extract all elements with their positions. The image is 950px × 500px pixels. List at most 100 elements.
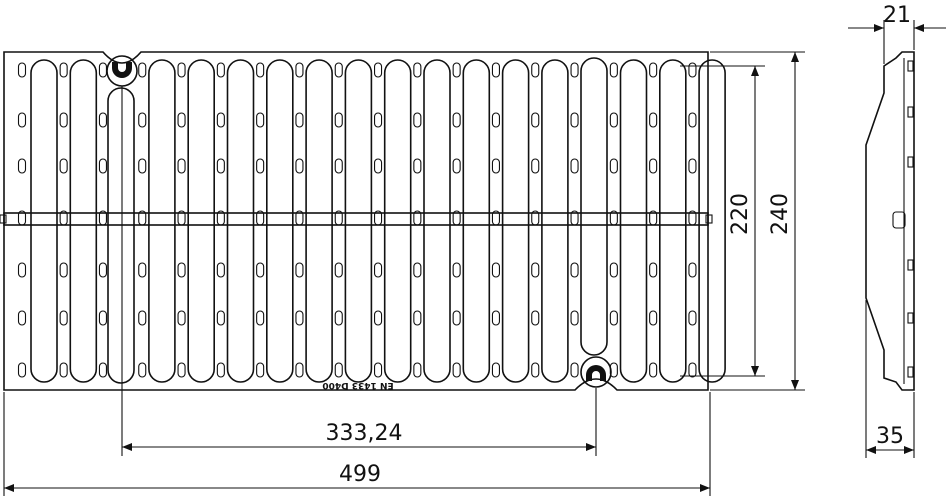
grating-slot (69, 59, 98, 383)
bar-hole (531, 210, 540, 226)
bar-hole (609, 210, 618, 226)
standard-marking: EN 1433 D400 (322, 380, 393, 390)
bar-hole (491, 112, 501, 128)
bar-hole (216, 362, 225, 378)
bar-hole (649, 362, 658, 378)
bar-hole (256, 310, 265, 326)
bar-hole (452, 262, 461, 278)
bar-hole (531, 262, 540, 278)
bar-hole (649, 62, 658, 78)
bar-hole (609, 158, 618, 174)
bar-hole (138, 310, 147, 326)
bar-hole (334, 158, 343, 174)
bar-hole (138, 362, 147, 378)
bar-hole (373, 310, 383, 326)
dim-side-top-label: 21 (883, 3, 911, 28)
bar-hole (17, 62, 27, 78)
bar-hole (295, 112, 304, 128)
side-rib-marks (907, 60, 914, 378)
bar-hole (177, 362, 186, 378)
bar-hole (177, 262, 186, 278)
bar-hole (452, 158, 461, 174)
side-rib-mark (907, 312, 914, 324)
bar-hole (373, 262, 383, 278)
bar-hole (649, 112, 658, 128)
bar-hole (688, 158, 697, 174)
front-view: EN 1433 D400 (0, 51, 726, 391)
bar-hole (98, 158, 107, 174)
hole-group (17, 62, 697, 378)
bar-hole (413, 262, 422, 278)
bar-hole (98, 262, 107, 278)
bar-hole (98, 362, 107, 378)
bar-hole (59, 210, 68, 226)
bar-hole (452, 112, 461, 128)
side-rib-mark (907, 156, 914, 168)
bar-hole (216, 112, 225, 128)
bar-hole (256, 112, 265, 128)
transverse-rib (3, 212, 709, 226)
side-view: 21 35 (848, 3, 946, 458)
bar-hole (17, 310, 27, 326)
bar-hole (256, 362, 265, 378)
bar-hole (17, 262, 27, 278)
rib-stub-left (0, 214, 7, 224)
side-rib-mark (907, 366, 914, 378)
bar-hole (649, 310, 658, 326)
bar-hole (649, 158, 658, 174)
bar-hole (334, 262, 343, 278)
bar-hole (373, 112, 383, 128)
bar-hole (334, 210, 343, 226)
grating-outline (3, 51, 709, 391)
bar-hole (138, 62, 147, 78)
grating-slot (148, 59, 176, 383)
bar-hole (256, 210, 265, 226)
bar-hole (413, 112, 422, 128)
bar-hole (59, 112, 68, 128)
bar-hole (59, 262, 68, 278)
bar-hole (334, 112, 343, 128)
bar-hole (649, 210, 658, 226)
bar-hole (138, 112, 147, 128)
bar-hole (570, 62, 579, 78)
bar-hole (373, 210, 383, 226)
grating-slot (541, 59, 569, 383)
bar-hole (491, 310, 501, 326)
dim-inner-height-label: 220 (728, 193, 753, 235)
bar-hole (17, 112, 27, 128)
bar-hole (373, 158, 383, 174)
bar-hole (216, 310, 225, 326)
bar-hole (177, 310, 186, 326)
bar-hole (138, 210, 147, 226)
bar-hole (688, 362, 697, 378)
rib-stub-right (705, 214, 713, 224)
bolt-slot-left (107, 87, 135, 384)
bar-hole (216, 262, 225, 278)
bar-hole (688, 112, 697, 128)
bar-hole (531, 62, 540, 78)
bar-hole (138, 262, 147, 278)
bar-hole (295, 62, 304, 78)
locking-bolt-bottom (580, 356, 612, 388)
bar-hole (295, 310, 304, 326)
grating-slot (187, 59, 215, 383)
bar-hole (609, 262, 618, 278)
bar-hole (98, 310, 107, 326)
bar-hole (688, 262, 697, 278)
dimension-lines: 333,24 499 220 240 (3, 51, 805, 496)
bar-hole (177, 158, 186, 174)
bar-hole (334, 62, 343, 78)
bar-hole (570, 262, 579, 278)
bar-hole (59, 158, 68, 174)
bar-hole (98, 62, 107, 78)
bar-hole (216, 62, 225, 78)
bar-hole (491, 362, 501, 378)
bar-hole (373, 62, 383, 78)
bar-hole (688, 310, 697, 326)
bar-hole (491, 262, 501, 278)
bar-hole (570, 310, 579, 326)
bar-hole (570, 210, 579, 226)
bar-hole (59, 310, 68, 326)
bar-hole (531, 362, 540, 378)
